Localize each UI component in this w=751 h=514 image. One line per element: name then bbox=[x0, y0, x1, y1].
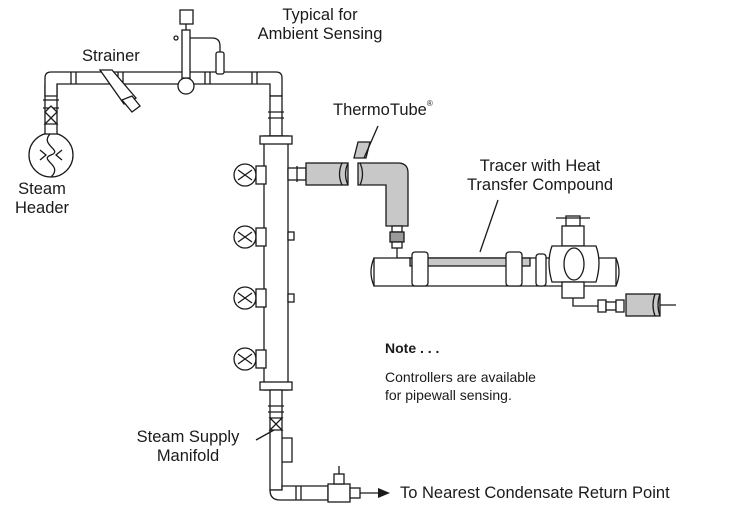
top-header-pipe bbox=[44, 71, 283, 97]
manifold-valve-1 bbox=[233, 163, 267, 187]
manifold-leader bbox=[255, 429, 275, 441]
tracer-label-line1: Tracer with Heat bbox=[479, 157, 601, 175]
manifold-label-line2: Manifold bbox=[156, 446, 220, 465]
ambient-label-line2: Ambient Sensing bbox=[257, 24, 383, 43]
strainer-label: Strainer bbox=[82, 47, 140, 65]
tracer-label: Tracer with Heat Transfer Compound bbox=[460, 157, 620, 195]
ambient-sensor bbox=[173, 9, 225, 95]
steam-header-line2: Header bbox=[14, 198, 70, 217]
ambient-sensing-label: Typical for Ambient Sensing bbox=[250, 6, 390, 44]
note-heading: Note . . . bbox=[385, 340, 440, 356]
thermotube-leader bbox=[363, 125, 379, 159]
condensate-line bbox=[268, 389, 329, 501]
manifold-label: Steam Supply Manifold bbox=[118, 428, 258, 466]
steam-header-line1: Steam bbox=[18, 180, 66, 198]
tube-fitting bbox=[389, 225, 412, 259]
thermotube-label: ThermoTube® bbox=[333, 99, 433, 120]
registered-mark: ® bbox=[426, 99, 433, 108]
trap-valve bbox=[548, 215, 600, 307]
note-line1: Controllers are available bbox=[385, 369, 536, 385]
return-pipe bbox=[597, 293, 676, 317]
main-riser-pipe bbox=[268, 95, 284, 137]
condensate-trap bbox=[327, 466, 361, 503]
tracer-leader bbox=[479, 199, 499, 253]
note-line2: for pipewall sensing. bbox=[385, 387, 512, 404]
manifold-valve-3 bbox=[233, 286, 267, 310]
steam-header-label: Steam Header bbox=[4, 180, 80, 218]
steam-header bbox=[28, 132, 74, 178]
manifold-label-line1: Steam Supply bbox=[136, 428, 240, 446]
strainer bbox=[98, 69, 141, 113]
manifold-outlet bbox=[287, 166, 307, 182]
thermotube bbox=[305, 141, 409, 227]
flow-arrow bbox=[360, 488, 390, 498]
manifold-valve-4 bbox=[233, 347, 267, 371]
tracer bbox=[409, 251, 547, 287]
note-body: Controllers are available for pipewall s… bbox=[385, 368, 536, 404]
thermotube-label-text: ThermoTube bbox=[333, 101, 427, 119]
tracer-label-line2: Transfer Compound bbox=[466, 175, 614, 194]
manifold-valve-2 bbox=[233, 225, 267, 249]
condensate-label: To Nearest Condensate Return Point bbox=[400, 484, 670, 502]
ambient-label-line1: Typical for bbox=[282, 6, 358, 24]
steam-supply-manifold bbox=[259, 135, 295, 391]
